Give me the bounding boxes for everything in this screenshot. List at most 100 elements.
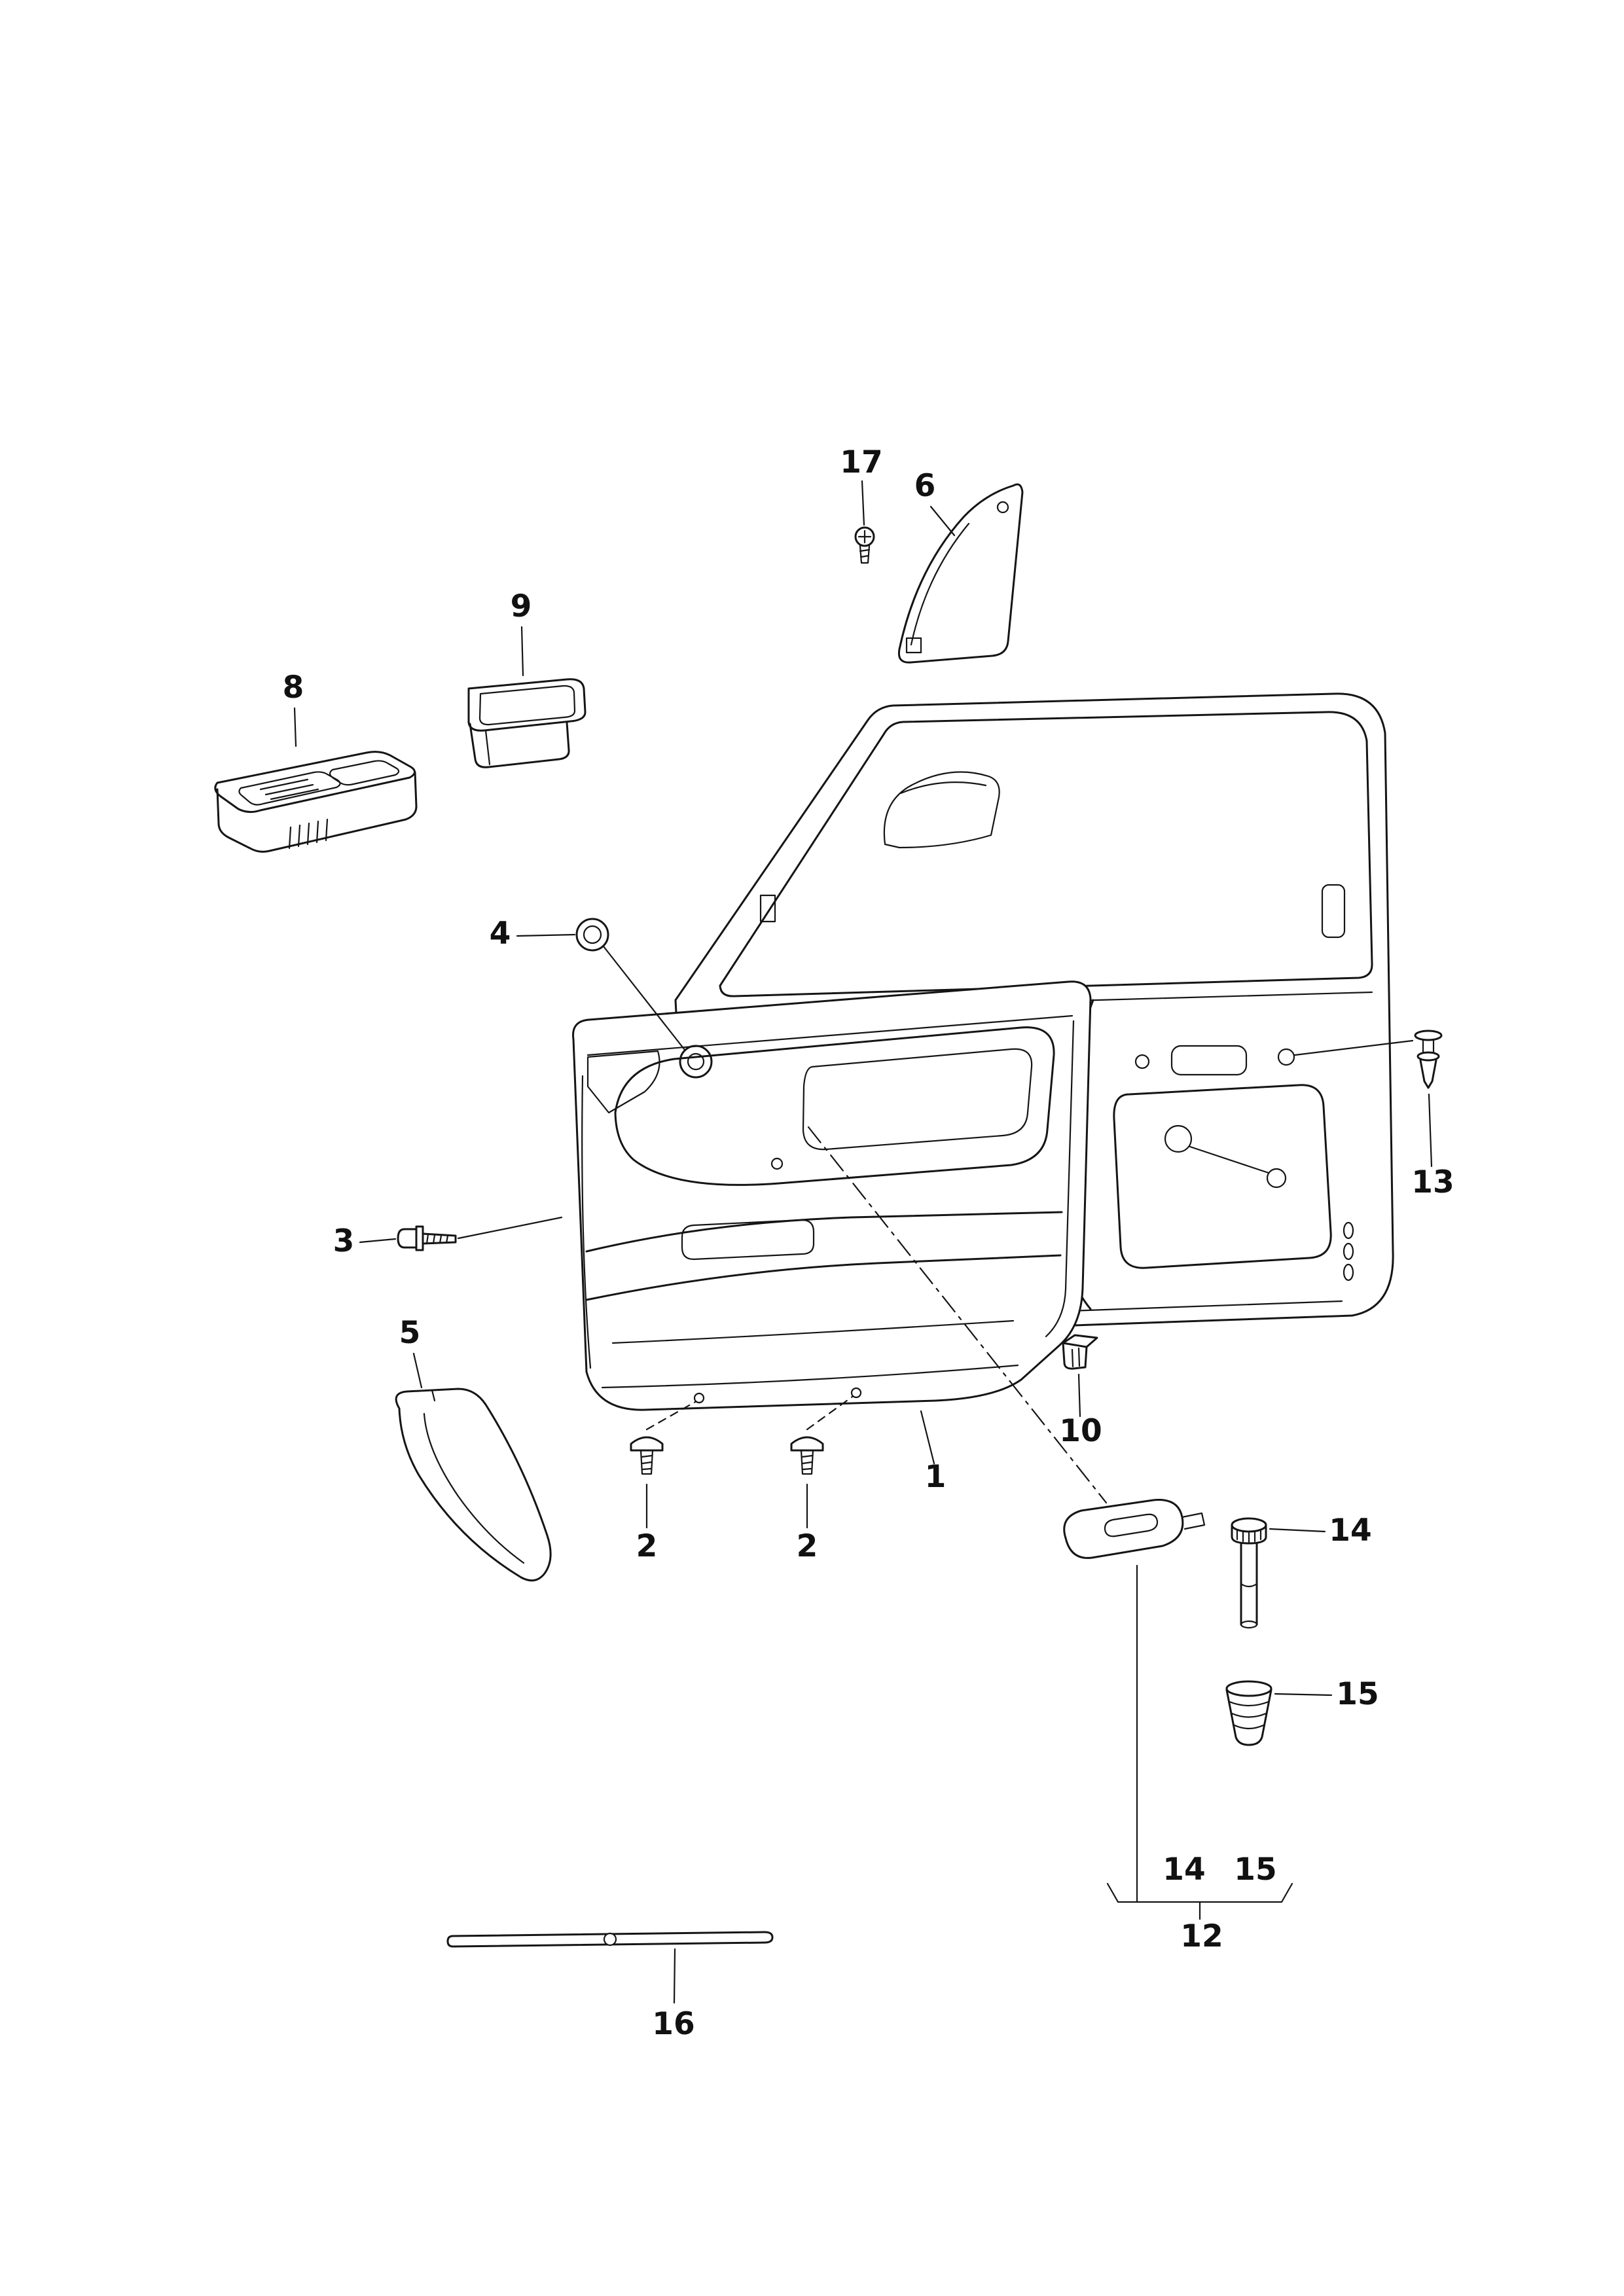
callout-10-label: 10 (1059, 1413, 1102, 1449)
switch-console-top-face (214, 751, 416, 814)
panel-small-hole (770, 1157, 784, 1170)
stamping-inner-opening (1113, 1084, 1332, 1269)
triangle-cover-hole (996, 501, 1009, 514)
callout-14-label: 14 (1329, 1513, 1371, 1549)
callout-2-label: 2 (797, 1528, 818, 1564)
leader-8 (293, 707, 297, 747)
escutcheon-slot (1104, 1513, 1159, 1537)
callout-8-label: 8 (283, 670, 304, 706)
leader-2-left (645, 1401, 696, 1431)
triangle-cover-inner-line (910, 522, 970, 646)
armrest-top-line (585, 1211, 1063, 1253)
plug-4-inner (583, 925, 602, 944)
screw-3-washer (415, 1225, 424, 1251)
callout-1-label: 1 (925, 1459, 947, 1495)
connector-rib-4 (316, 820, 319, 844)
screw-3-drawing (397, 1225, 457, 1251)
screw-17-drawing (854, 526, 875, 564)
escutcheon-outline (1063, 1499, 1184, 1559)
panel-outline (572, 980, 1092, 1411)
leader-5 (412, 1352, 423, 1389)
stamping-hole-b (1266, 1168, 1287, 1189)
screw-2-right-drawing (790, 1436, 824, 1475)
panel-screw-hole-left (693, 1392, 705, 1404)
stamping-hole-a (1164, 1124, 1193, 1153)
clip-10-top (1062, 1334, 1098, 1348)
escutcheon-tab (1181, 1512, 1206, 1530)
switch-texture-2 (264, 783, 314, 796)
clip-13-flange-top (1414, 1030, 1443, 1041)
callout-12-label: 12 (1180, 1918, 1223, 1954)
lock-escutcheon-drawing (1063, 1499, 1206, 1559)
plug-4-drawing (575, 918, 609, 952)
switch-opening-left (238, 771, 341, 806)
clip-13-body (1419, 1059, 1437, 1089)
leader-lines (293, 480, 1433, 2004)
stamping-hole-c (1134, 1054, 1150, 1069)
bin-walls (469, 721, 570, 768)
clip-10-ribs (1071, 1347, 1081, 1368)
switch-texture-1 (259, 778, 309, 791)
leader-1 (920, 1410, 935, 1465)
strip-drawing (446, 1931, 774, 1948)
connector-rib-3 (306, 822, 310, 846)
door-latch-cup (1170, 1045, 1248, 1076)
screw-17-shank (859, 545, 871, 564)
leader-10 (1077, 1373, 1081, 1418)
callout-5-label: 5 (399, 1315, 421, 1351)
bin-rim-inner (478, 685, 576, 726)
clip-10-body (1062, 1342, 1088, 1370)
plug-seat-ring-inner (687, 1052, 705, 1071)
grommet-rib-1 (1228, 1700, 1270, 1707)
mirror-inner-line (899, 781, 987, 795)
door-edge-slot-3 (1343, 1263, 1354, 1282)
pin-shaft (1240, 1542, 1258, 1626)
clip-13-drawing (1414, 1030, 1443, 1089)
grommet-rib-2 (1231, 1712, 1267, 1718)
switch-texture-3 (270, 788, 319, 800)
callout-2-label: 2 (636, 1528, 658, 1564)
door-window-aperture (719, 711, 1373, 997)
door-edge-slot-1 (1343, 1221, 1354, 1240)
panel-tweeter-triangle (586, 1050, 660, 1114)
leader-14 (1269, 1528, 1326, 1533)
leader-9 (520, 626, 524, 677)
leader-lock-dashdot (807, 1126, 1108, 1504)
leader-15 (1274, 1693, 1333, 1696)
callout-3-label: 3 (333, 1223, 355, 1259)
leader-13-from-door (1293, 1039, 1414, 1056)
pillar-detail-rect (759, 894, 776, 923)
triangle-cover-notch (905, 637, 922, 654)
leader-17 (861, 480, 865, 526)
callout-6-label: 6 (914, 468, 936, 504)
switch-console-front-face (216, 771, 418, 853)
panel-upper-insert (614, 1026, 1055, 1186)
mirror-triangle-cover-drawing (897, 483, 1024, 664)
leader-4-to-panel (602, 945, 686, 1051)
callout-15-label: 15 (1336, 1676, 1379, 1712)
grommet-drawing (1225, 1680, 1272, 1746)
map-pocket-line (611, 1319, 1015, 1344)
armrest-grip-cutout (681, 1219, 815, 1261)
grommet-top (1225, 1680, 1272, 1697)
storage-bin-drawing (467, 678, 586, 768)
screw-3-head (397, 1228, 418, 1249)
leader-3-label (359, 1238, 397, 1244)
screw-2r-head (790, 1436, 824, 1452)
switch-opening-right (329, 760, 400, 786)
door-edge-slot-2 (1343, 1242, 1354, 1261)
clip-13-stem (1422, 1039, 1435, 1055)
armrest-bottom-line (585, 1254, 1062, 1301)
leader-16 (673, 1948, 676, 2004)
clip-10-drawing (1062, 1334, 1098, 1370)
leader-13-label (1428, 1093, 1433, 1168)
panel-insert-inner-contour (802, 1048, 1033, 1151)
lock-pin-drawing (1231, 1517, 1267, 1629)
screw-2r-shank (800, 1449, 814, 1475)
panel-top-inset-line (586, 1014, 1074, 1056)
pin-cap-knurl (1236, 1529, 1262, 1543)
plug-seat-ring-outer (679, 1045, 713, 1079)
connector-rib-5 (325, 818, 329, 842)
panel-left-inset-line (581, 1075, 592, 1369)
